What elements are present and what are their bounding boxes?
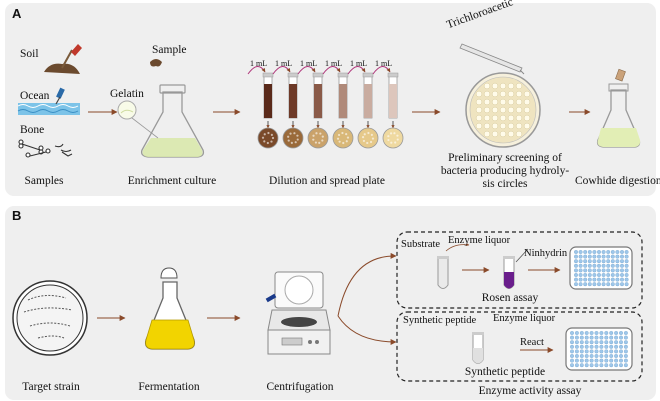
panel-a-label: A — [12, 6, 22, 21]
centrifugation-caption: Centrifugation — [266, 381, 334, 393]
volume-label: 1 mL — [350, 59, 368, 68]
dilution-series — [247, 66, 404, 149]
assay-caption: Enzyme activity assay — [478, 385, 582, 397]
fermentation-caption: Fermentation — [138, 381, 200, 393]
screening-caption-line-3: sis circles — [482, 178, 528, 190]
enrichment-flask — [117, 59, 205, 158]
synthetic-enzyme-label: Enzyme liquor — [493, 313, 556, 324]
synthetic-peptide-label: Synthetic peptide — [403, 315, 477, 326]
digestion-flask — [596, 68, 641, 148]
synthetic-caption: Synthetic peptide — [464, 366, 546, 378]
rosen-caption: Rosen assay — [481, 292, 539, 304]
ocean-icon — [17, 87, 80, 115]
volume-label: 1 mL — [250, 59, 268, 68]
target-strain-plate — [12, 280, 88, 356]
fermentation-flask — [144, 267, 196, 350]
enrichment-caption: Enrichment culture — [127, 175, 217, 187]
synthetic-peptide-box — [396, 311, 643, 382]
volume-label: 1 mL — [325, 59, 343, 68]
bone-icon — [18, 139, 73, 158]
bone-label: Bone — [20, 124, 45, 136]
volume-label: 1 mL — [300, 59, 318, 68]
centrifuge-icon — [265, 271, 331, 355]
rosen-assay-box — [396, 231, 643, 309]
panel-b — [5, 206, 656, 400]
volume-label: 1 mL — [275, 59, 293, 68]
soil-icon — [44, 44, 82, 74]
soil-label: Soil — [20, 48, 39, 60]
react-label: React — [520, 337, 544, 348]
strain-caption: Target strain — [22, 381, 80, 393]
panel-a — [5, 3, 656, 196]
digestion-caption: Cowhide digestiont — [575, 175, 660, 187]
screening-caption-line-1: Preliminary screening of — [448, 152, 562, 164]
dilution-caption: Dilution and spread plate — [269, 175, 385, 187]
rosen-enzyme-label: Enzyme liquor — [448, 235, 511, 246]
ninhydrin-label: Ninhydrin — [524, 248, 568, 259]
panel-b-label: B — [12, 208, 22, 223]
samples-caption: Samples — [24, 175, 64, 187]
substrate-label: Substrate — [401, 239, 441, 250]
screening-caption-line-2: bacteria producing hydroly- — [440, 165, 570, 177]
screening-plate — [459, 43, 541, 148]
ocean-label: Ocean — [20, 90, 50, 102]
volume-label: 1 mL — [375, 59, 393, 68]
gelatin-label: Gelatin — [110, 88, 144, 100]
sample-label: Sample — [152, 44, 187, 56]
